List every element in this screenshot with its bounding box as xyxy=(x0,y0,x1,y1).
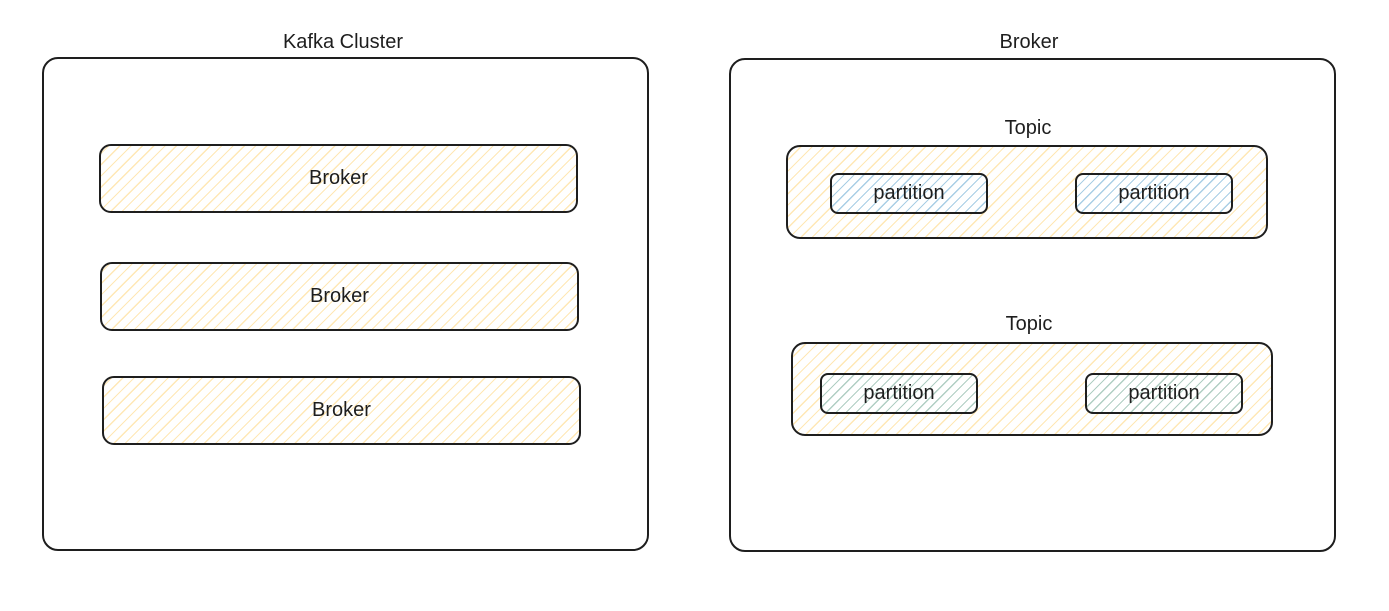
topic-title: Topic xyxy=(1005,313,1053,335)
partition-box: partition xyxy=(1085,373,1243,414)
partition-box: partition xyxy=(820,373,978,414)
cluster-title: Kafka Cluster xyxy=(282,31,404,53)
partition-label: partition xyxy=(1118,182,1190,204)
broker-box: Broker xyxy=(99,144,578,213)
partition-box: partition xyxy=(1075,173,1233,214)
topic-title: Topic xyxy=(1004,117,1052,139)
broker-label: Broker xyxy=(310,285,369,307)
broker-frame xyxy=(729,58,1336,552)
partition-label: partition xyxy=(1128,382,1200,404)
broker-label: Broker xyxy=(312,399,371,421)
broker-box: Broker xyxy=(100,262,579,331)
partition-label: partition xyxy=(863,382,935,404)
broker-label: Broker xyxy=(309,167,368,189)
broker-title: Broker xyxy=(999,31,1059,53)
partition-label: partition xyxy=(873,182,945,204)
broker-box: Broker xyxy=(102,376,581,445)
partition-box: partition xyxy=(830,173,988,214)
